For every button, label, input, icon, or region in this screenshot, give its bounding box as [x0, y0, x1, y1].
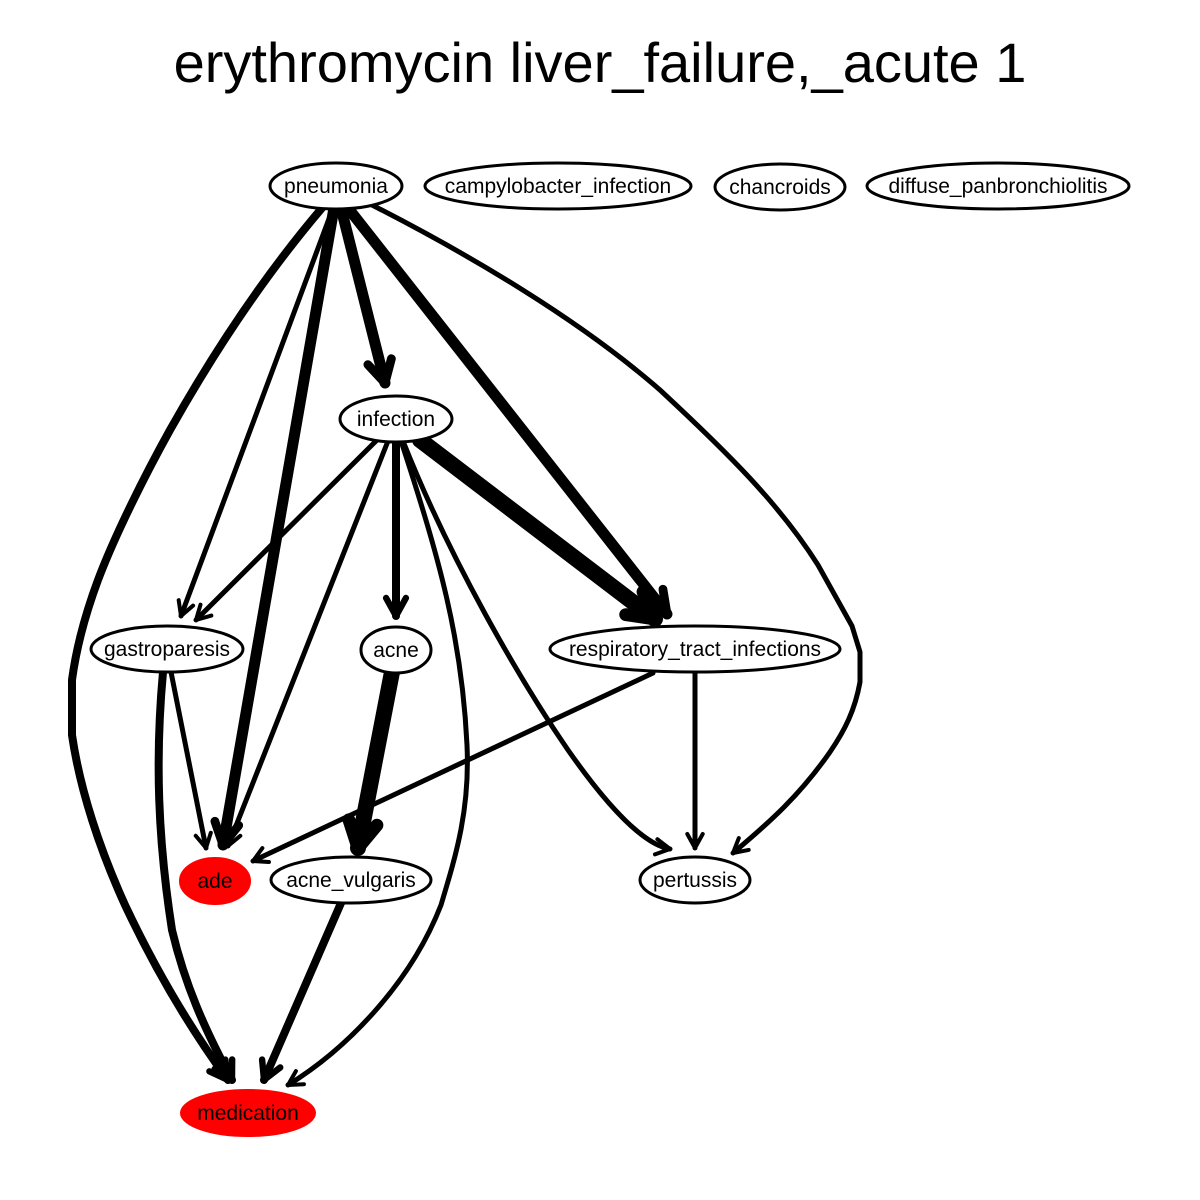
node-medication[interactable]: medication: [180, 1089, 316, 1137]
edge-respiratory_tract_infections-to-pertussis: [685, 669, 705, 851]
edge-line: [260, 899, 345, 1084]
node-label: acne_vulgaris: [286, 869, 416, 892]
edge-acne-to-acne_vulgaris: [342, 664, 400, 856]
node-ade[interactable]: ade: [179, 857, 251, 905]
node-acne-vulgaris[interactable]: acne_vulgaris: [269, 855, 433, 905]
node-chancroids[interactable]: chancroids: [713, 162, 847, 212]
node-label: respiratory_tract_infections: [569, 638, 821, 661]
edge-line: [342, 202, 673, 620]
arrowhead-icon: [731, 836, 751, 855]
edge-line: [285, 438, 470, 1088]
edge-pneumonia-to-pertussis: [369, 202, 863, 856]
edge-line: [168, 669, 209, 851]
node-label: acne: [373, 639, 419, 662]
edge-gastroparesis-to-ade: [168, 669, 213, 851]
arrowhead-icon: [363, 354, 396, 388]
node-pertussis[interactable]: pertussis: [638, 855, 752, 905]
edge-line: [193, 438, 379, 623]
arrowhead-icon: [258, 1056, 284, 1084]
edge-line: [400, 438, 673, 852]
edge-pneumonia-to-infection: [335, 202, 396, 389]
arrowhead-icon: [193, 830, 213, 850]
node-shape: [548, 624, 842, 674]
arrowhead-icon: [223, 828, 243, 848]
edge-infection-to-pertussis: [400, 438, 673, 857]
edges-layer: [68, 202, 863, 1088]
node-shape: [269, 855, 433, 905]
node-shape: [359, 625, 433, 675]
node-shape: [268, 161, 404, 211]
node-shape: [89, 624, 245, 674]
node-shape: [179, 857, 251, 905]
edge-line: [68, 204, 326, 1084]
node-shape: [338, 394, 454, 444]
edge-line: [250, 670, 656, 864]
edge-line: [154, 668, 236, 1084]
node-pneumonia[interactable]: pneumonia: [268, 161, 404, 211]
arrowhead-icon: [176, 598, 196, 618]
node-gastroparesis[interactable]: gastroparesis: [89, 624, 245, 674]
node-shape: [713, 162, 847, 212]
edge-line: [178, 205, 336, 619]
arrowhead-icon: [194, 602, 214, 622]
node-label: pertussis: [653, 869, 737, 892]
edge-line: [369, 202, 863, 856]
node-label: infection: [357, 408, 435, 431]
node-label: gastroparesis: [104, 638, 230, 661]
edge-infection-to-gastroparesis: [193, 438, 379, 623]
nodes-layer: pneumonia campylobacter_infection chancroi…: [89, 161, 1131, 1137]
edge-line: [225, 438, 391, 849]
node-label: chancroids: [729, 176, 831, 199]
edge-pneumonia-to-gastroparesis: [176, 205, 336, 619]
edge-line: [412, 432, 663, 627]
edge-line: [217, 202, 340, 851]
edge-pneumonia-to-ade: [210, 202, 340, 851]
node-acne[interactable]: acne: [359, 625, 433, 675]
node-label: campylobacter_infection: [445, 175, 671, 198]
node-respiratory-tract-infections[interactable]: respiratory_tract_infections: [548, 624, 842, 674]
node-shape: [638, 855, 752, 905]
edge-infection-to-respiratory_tract_infections: [412, 432, 663, 627]
node-label: ade: [197, 870, 232, 893]
edge-respiratory_tract_infections-to-ade: [250, 670, 656, 865]
arrowhead-icon: [211, 1056, 236, 1084]
arrowhead-icon: [685, 832, 705, 850]
arrowhead-icon: [382, 594, 410, 620]
edge-acne_vulgaris-to-medication: [258, 899, 345, 1084]
arrowhead-icon: [619, 585, 662, 626]
node-diffuse-panbronchiolitis[interactable]: diffuse_panbronchiolitis: [865, 161, 1131, 211]
arrowhead-icon: [286, 1069, 306, 1087]
edge-infection-to-acne: [382, 437, 410, 620]
edge-line: [335, 202, 391, 389]
arrowhead-icon: [342, 813, 384, 855]
node-label: medication: [197, 1102, 299, 1125]
node-shape: [865, 161, 1131, 211]
node-shape: [423, 161, 693, 211]
node-infection[interactable]: infection: [338, 394, 454, 444]
arrowhead-icon: [251, 846, 271, 865]
edge-gastroparesis-to-medication: [154, 668, 236, 1084]
node-shape: [180, 1089, 316, 1137]
node-label: pneumonia: [284, 175, 388, 198]
graph-title: erythromycin liver_failure,_acute 1: [174, 31, 1027, 94]
edge-infection-to-ade: [223, 438, 391, 849]
arrowhead-icon: [652, 837, 672, 857]
edge-infection-to-medication: [285, 438, 470, 1088]
edge-line: [350, 664, 400, 856]
node-label: diffuse_panbronchiolitis: [888, 175, 1107, 198]
node-campylobacter-infection[interactable]: campylobacter_infection: [423, 161, 693, 211]
